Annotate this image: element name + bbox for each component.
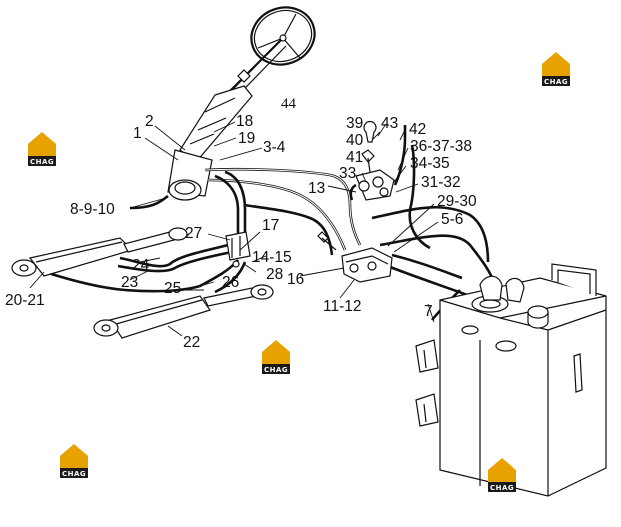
callout-20-21: 20-21 — [5, 292, 45, 309]
callout-14-15: 14-15 — [252, 249, 292, 266]
callout-labels: 44 2 1 18 19 3-4 39 40 41 43 42 36-37-38… — [5, 96, 477, 351]
logo-letter: H — [268, 351, 278, 365]
callout-28: 28 — [266, 266, 283, 283]
callout-29-30: 29-30 — [437, 193, 477, 210]
callout-41: 41 — [346, 149, 363, 166]
callout-23: 23 — [121, 274, 138, 291]
watermark-logo-1: H CHAG — [542, 52, 570, 86]
hydraulic-lines — [44, 125, 497, 321]
callout-13: 13 — [308, 180, 325, 197]
callout-16: 16 — [287, 271, 304, 288]
priority-valve — [355, 121, 395, 201]
callout-24: 24 — [132, 257, 150, 274]
logo-letter: H — [34, 143, 44, 157]
callout-5-6: 5-6 — [441, 211, 463, 228]
callout-36-37-38: 36-37-38 — [410, 138, 472, 155]
logo-letter: H — [494, 469, 504, 483]
steering-cylinder-lower — [93, 284, 274, 339]
callout-8-9-10: 8-9-10 — [70, 201, 115, 218]
callout-19: 19 — [238, 130, 255, 147]
callout-34-35: 34-35 — [410, 155, 450, 172]
callout-22: 22 — [183, 334, 200, 351]
steering-cylinder-upper — [11, 227, 188, 277]
callout-40: 40 — [346, 132, 364, 149]
steering-column — [167, 39, 287, 201]
callout-44: 44 — [281, 96, 297, 112]
callout-33: 33 — [339, 165, 356, 182]
logo-text: CHAG — [30, 158, 54, 166]
callout-1: 1 — [133, 125, 142, 142]
hydraulic-tank — [415, 263, 607, 497]
callout-3-4: 3-4 — [263, 139, 286, 156]
callout-7: 7 — [424, 303, 433, 320]
watermark-logo-4: H CHAG — [60, 444, 88, 478]
watermark-logo-5: H CHAG — [488, 458, 516, 492]
callout-27: 27 — [185, 225, 202, 242]
callout-2: 2 — [145, 113, 154, 130]
logo-text: CHAG — [264, 366, 288, 374]
logo-text: CHAG — [490, 484, 514, 492]
logo-letter: H — [548, 63, 558, 77]
steering-control-valve — [317, 231, 393, 283]
callout-42: 42 — [409, 121, 426, 138]
watermark-logo-3: H CHAG — [262, 340, 290, 374]
callout-17: 17 — [262, 217, 279, 234]
watermark-logo-2: H CHAG — [28, 132, 56, 166]
callout-26: 26 — [222, 274, 239, 291]
logo-text: CHAG — [62, 470, 86, 478]
logo-text: CHAG — [544, 78, 568, 86]
valve-block — [225, 231, 251, 268]
callout-25: 25 — [164, 280, 181, 297]
callout-39: 39 — [346, 115, 363, 132]
callout-31-32: 31-32 — [421, 174, 461, 191]
leader-lines — [29, 121, 439, 337]
steering-wheel — [250, 6, 316, 66]
callout-43: 43 — [381, 115, 398, 132]
callout-18: 18 — [236, 113, 253, 130]
callout-11-12: 11-12 — [323, 298, 362, 315]
logo-letter: H — [66, 455, 76, 469]
